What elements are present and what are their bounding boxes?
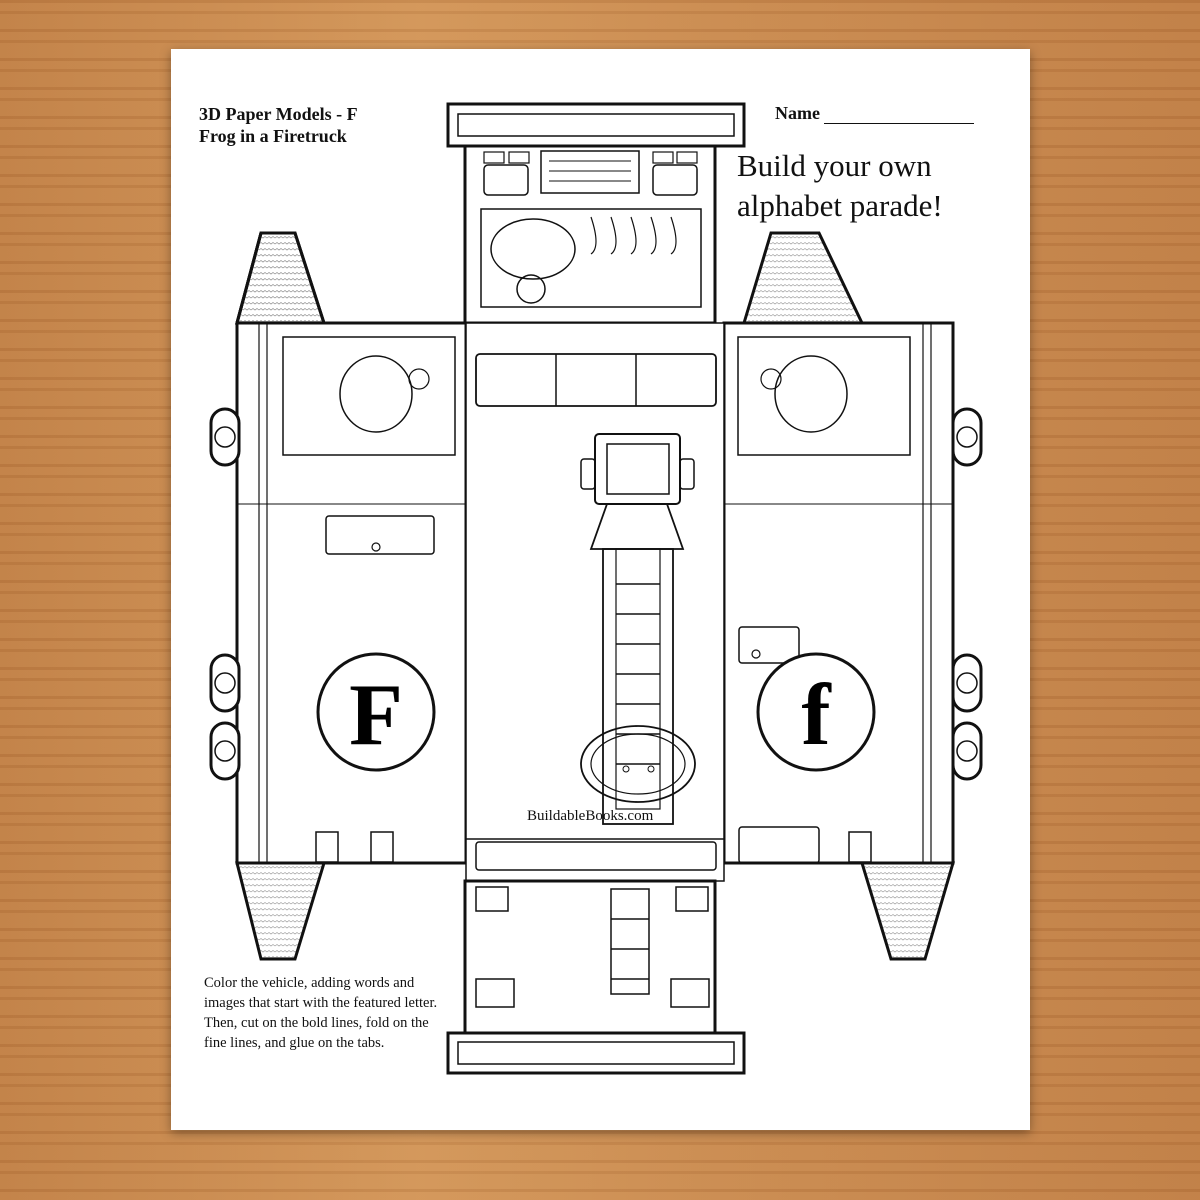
website-credit: BuildableBooks.com (527, 808, 654, 824)
rear-panel (463, 879, 717, 1035)
left-letter-badge (316, 652, 436, 772)
right-top-flap (741, 231, 865, 325)
rear-light-strip (465, 838, 725, 882)
tagline-line-2: alphabet parade! (737, 188, 943, 223)
right-badge-letter: f (801, 667, 832, 764)
title-line-2: Frog in a Firetruck (199, 126, 347, 146)
title-line-1: 3D Paper Models - F (199, 104, 358, 124)
worksheet-page: 3D Paper Models - F Frog in a Firetruck … (171, 49, 1030, 1130)
right-wheels (951, 407, 983, 781)
name-field: Name (775, 103, 974, 124)
left-wheels (209, 407, 241, 781)
left-side-panel: F (235, 321, 468, 865)
right-side-panel: f (722, 321, 955, 865)
top-tab (446, 102, 746, 148)
right-bottom-flap (859, 861, 955, 961)
bottom-tab (446, 1031, 746, 1075)
roof-panel (465, 322, 725, 864)
instructions-text: Color the vehicle, adding words and imag… (204, 975, 438, 1051)
firetruck-template-drawing: F f (209, 102, 983, 1075)
right-letter-badge (756, 652, 876, 772)
left-badge-letter: F (349, 667, 403, 764)
name-label: Name (775, 103, 820, 123)
tagline-line-1: Build your own (737, 148, 932, 183)
name-blank-line (823, 107, 974, 124)
cab-front-panel (463, 144, 717, 325)
worksheet-title: 3D Paper Models - F Frog in a Firetruck (199, 103, 358, 147)
tagline: Build your own alphabet parade! (737, 146, 943, 226)
left-bottom-flap (235, 861, 327, 961)
